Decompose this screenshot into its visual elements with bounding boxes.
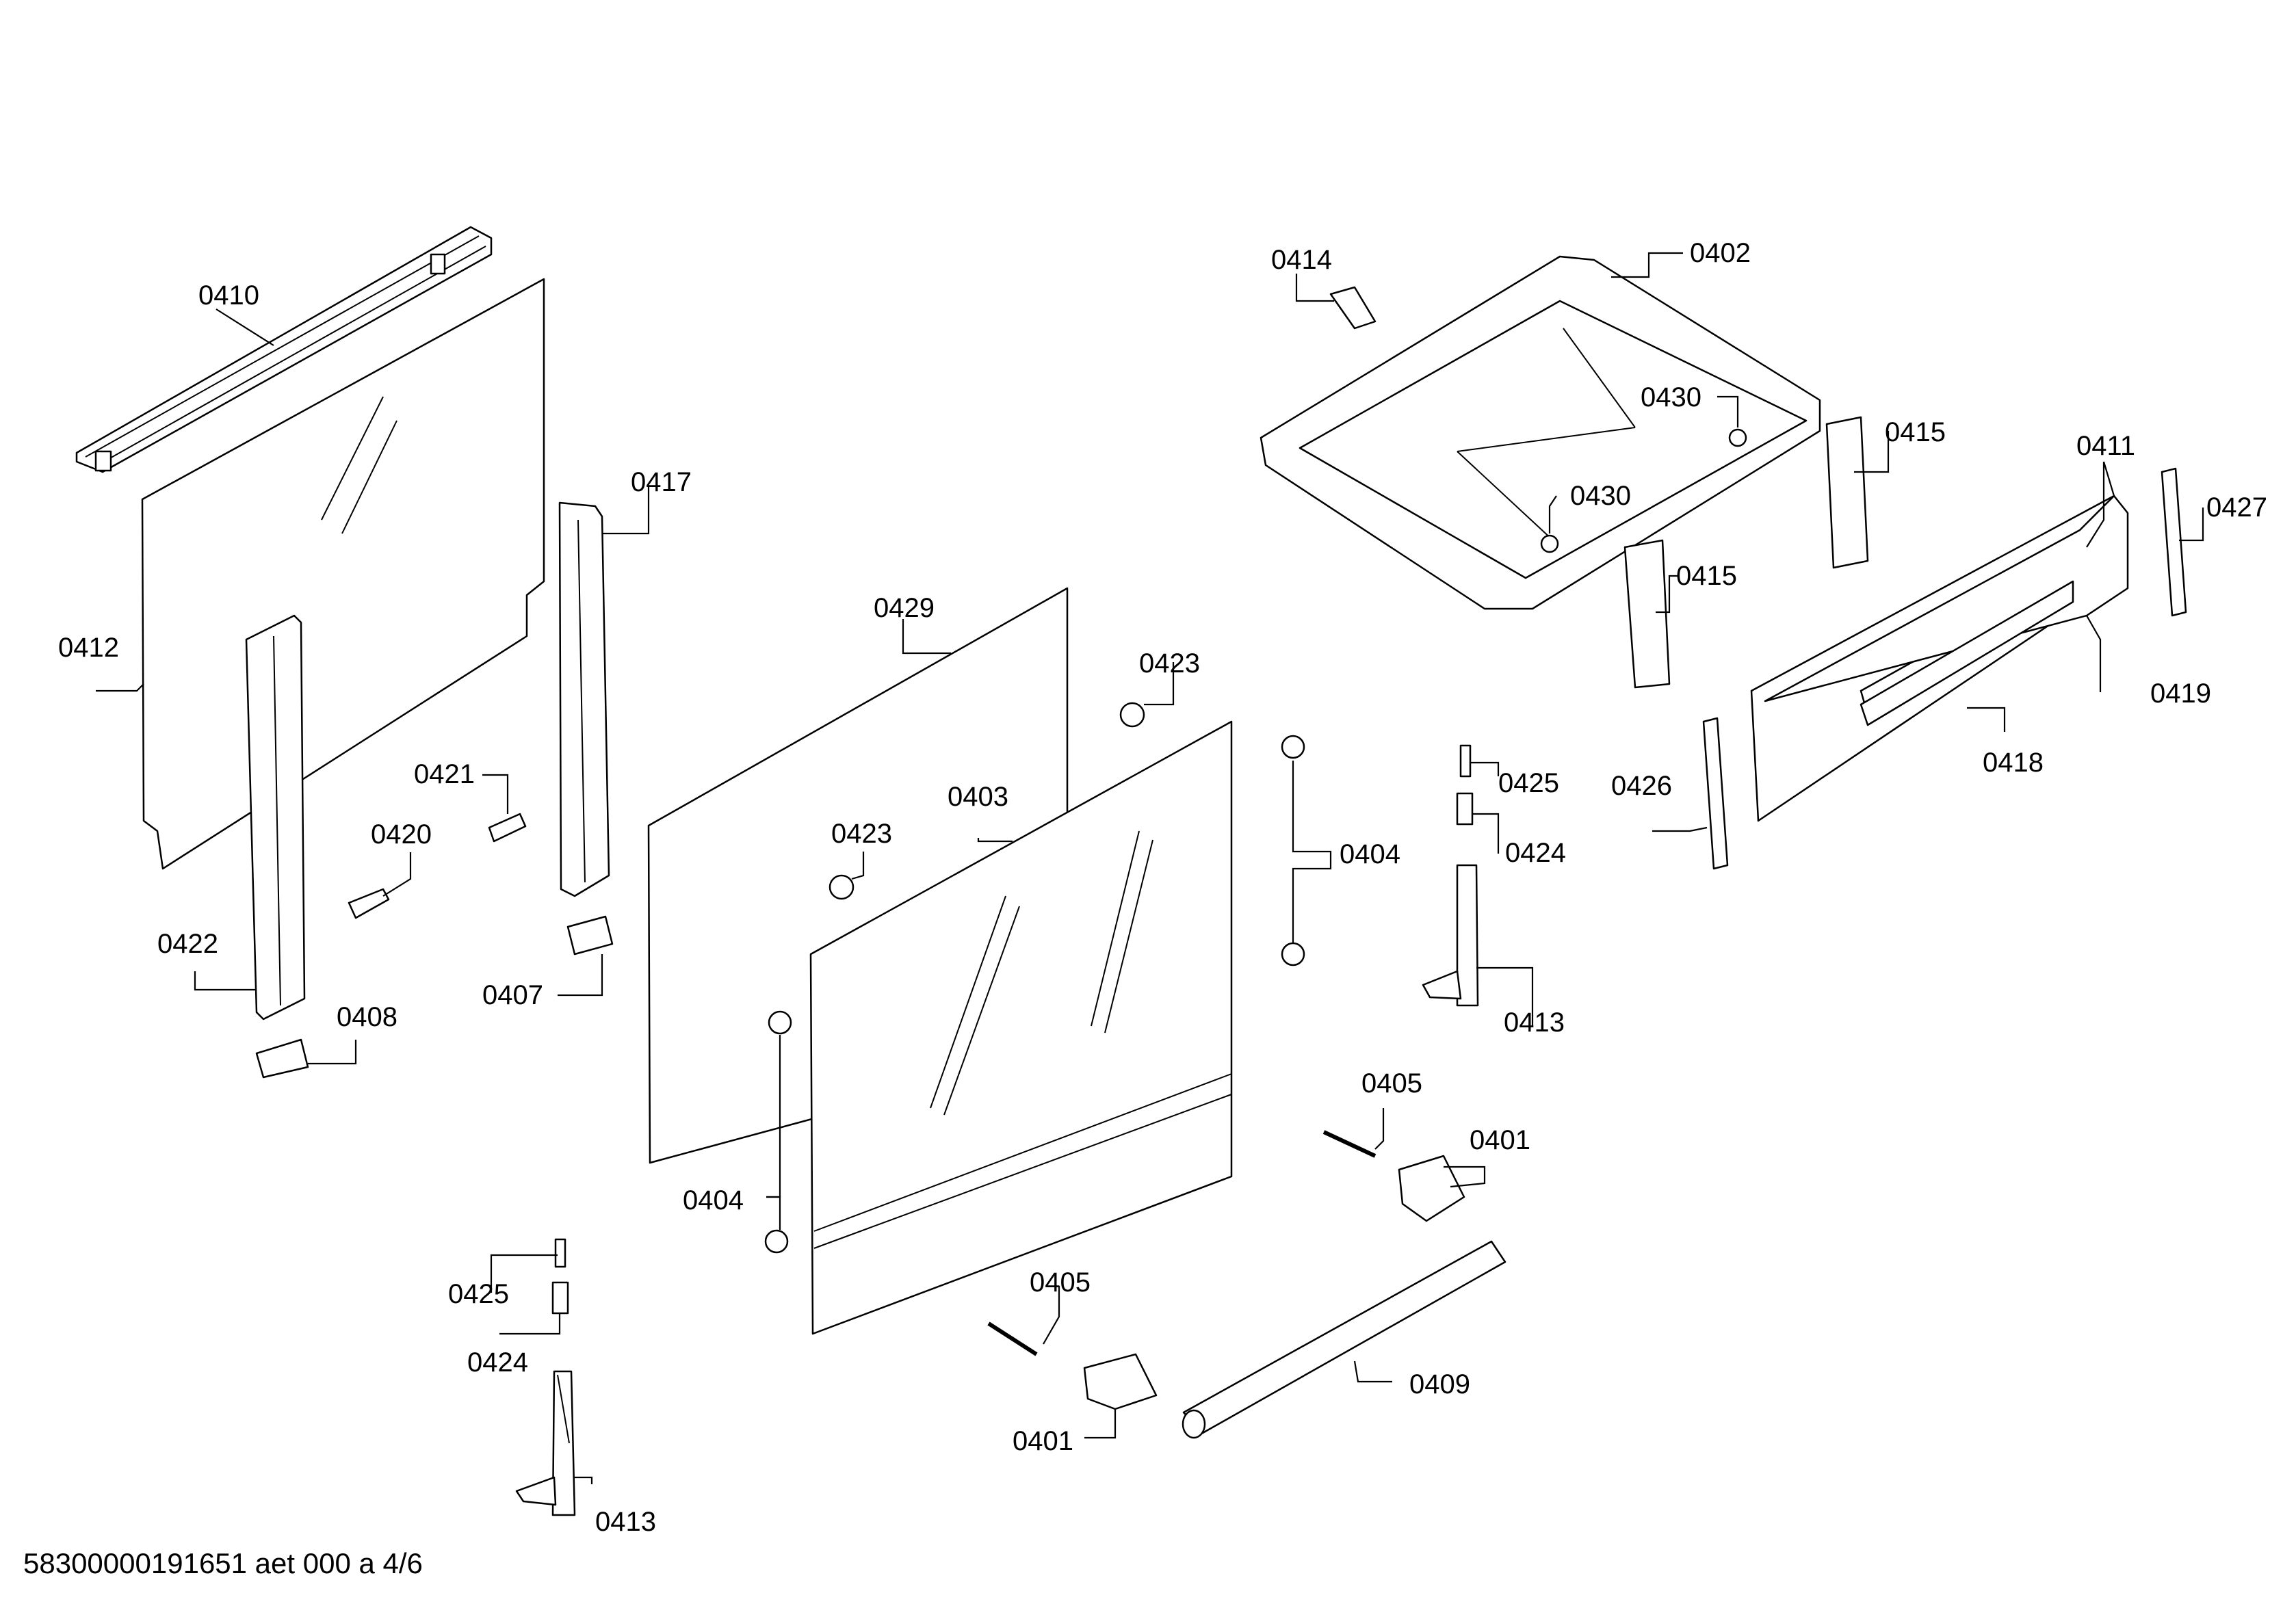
callout-0419: 0419	[2150, 679, 2211, 709]
part-0412-glass-panel	[141, 278, 545, 870]
callout-0405-b: 0405	[1030, 1267, 1091, 1298]
callout-0423-a: 0423	[1139, 648, 1200, 679]
callout-0409: 0409	[1409, 1369, 1470, 1399]
callout-0425-a: 0425	[448, 1279, 509, 1309]
callout-0405-a: 0405	[1361, 1068, 1422, 1098]
callout-0422: 0422	[157, 929, 218, 959]
callout-0413-b: 0413	[1504, 1008, 1565, 1038]
part-0426-end-cap	[1702, 717, 1729, 870]
part-0401-cap	[1083, 1155, 1465, 1410]
part-0407-hinge	[566, 915, 614, 956]
part-0409-handle	[1182, 1240, 1506, 1439]
part-0421-clip	[488, 813, 527, 843]
callout-0425-b: 0425	[1498, 768, 1559, 798]
callout-0404-a: 0404	[1340, 839, 1400, 869]
part-0405-bolt	[987, 1130, 1377, 1356]
callout-labels: 0410 0412 0422 0420 0421 0417 0408 0407 …	[58, 238, 2267, 1537]
part-0420-clip	[348, 888, 390, 919]
callout-0424-b: 0424	[1505, 838, 1566, 868]
callout-0404-b: 0404	[683, 1185, 744, 1215]
part-0414-clip	[1329, 286, 1377, 330]
callout-0408: 0408	[337, 1002, 397, 1032]
callout-0430-a: 0430	[1641, 382, 1701, 412]
part-0424-sleeve-right	[1456, 792, 1474, 826]
part-0402-tray	[1260, 255, 1821, 610]
part-0413-hinge-left	[515, 1370, 576, 1516]
part-0427-end-cap	[2161, 467, 2187, 617]
part-0413-hinge-right	[1422, 864, 1479, 1007]
callout-0418: 0418	[1983, 748, 2044, 778]
callout-0415-a: 0415	[1885, 417, 1946, 447]
callout-0411: 0411	[2076, 431, 2135, 461]
part-0415-hinge-right	[1825, 416, 1869, 569]
callout-0430-b: 0430	[1570, 481, 1631, 511]
callout-0427: 0427	[2206, 492, 2267, 523]
leader-lines	[96, 252, 2204, 1484]
callout-0421: 0421	[414, 759, 475, 789]
callout-0420: 0420	[371, 819, 432, 850]
part-0403-door-glass	[809, 720, 1233, 1335]
callout-0401-b: 0401	[1013, 1426, 1073, 1456]
part-0404-spacer	[764, 735, 1305, 1254]
callout-0424-a: 0424	[467, 1347, 528, 1378]
part-0425-pin-right	[1459, 744, 1472, 778]
callout-0407: 0407	[482, 980, 543, 1010]
callout-0410: 0410	[198, 280, 259, 311]
callout-0412: 0412	[58, 633, 119, 663]
part-0422-side-bracket	[245, 614, 306, 1021]
callout-0413-a: 0413	[595, 1507, 656, 1537]
callout-0401-a: 0401	[1470, 1125, 1530, 1155]
part-0418-panel-insert	[1860, 580, 2074, 726]
part-0408-hinge	[255, 1038, 309, 1079]
callout-0429: 0429	[874, 593, 935, 623]
part-0425-pin-left	[554, 1238, 566, 1268]
callout-0423-b: 0423	[831, 819, 892, 849]
callout-0403: 0403	[948, 782, 1008, 812]
callout-0417: 0417	[631, 467, 692, 497]
part-0417-side-bracket	[558, 501, 610, 897]
document-footer-id: 58300000191651 aet 000 a 4/6	[23, 1547, 423, 1579]
callout-0414: 0414	[1271, 245, 1332, 275]
part-0423-spacer	[829, 702, 1145, 900]
callout-0426: 0426	[1611, 771, 1672, 801]
part-0410-top-rail	[75, 226, 493, 473]
callout-0402: 0402	[1690, 238, 1751, 268]
part-0415-hinge-left	[1623, 539, 1671, 689]
callout-0415-b: 0415	[1676, 561, 1737, 591]
part-0424-sleeve-left	[551, 1281, 569, 1315]
